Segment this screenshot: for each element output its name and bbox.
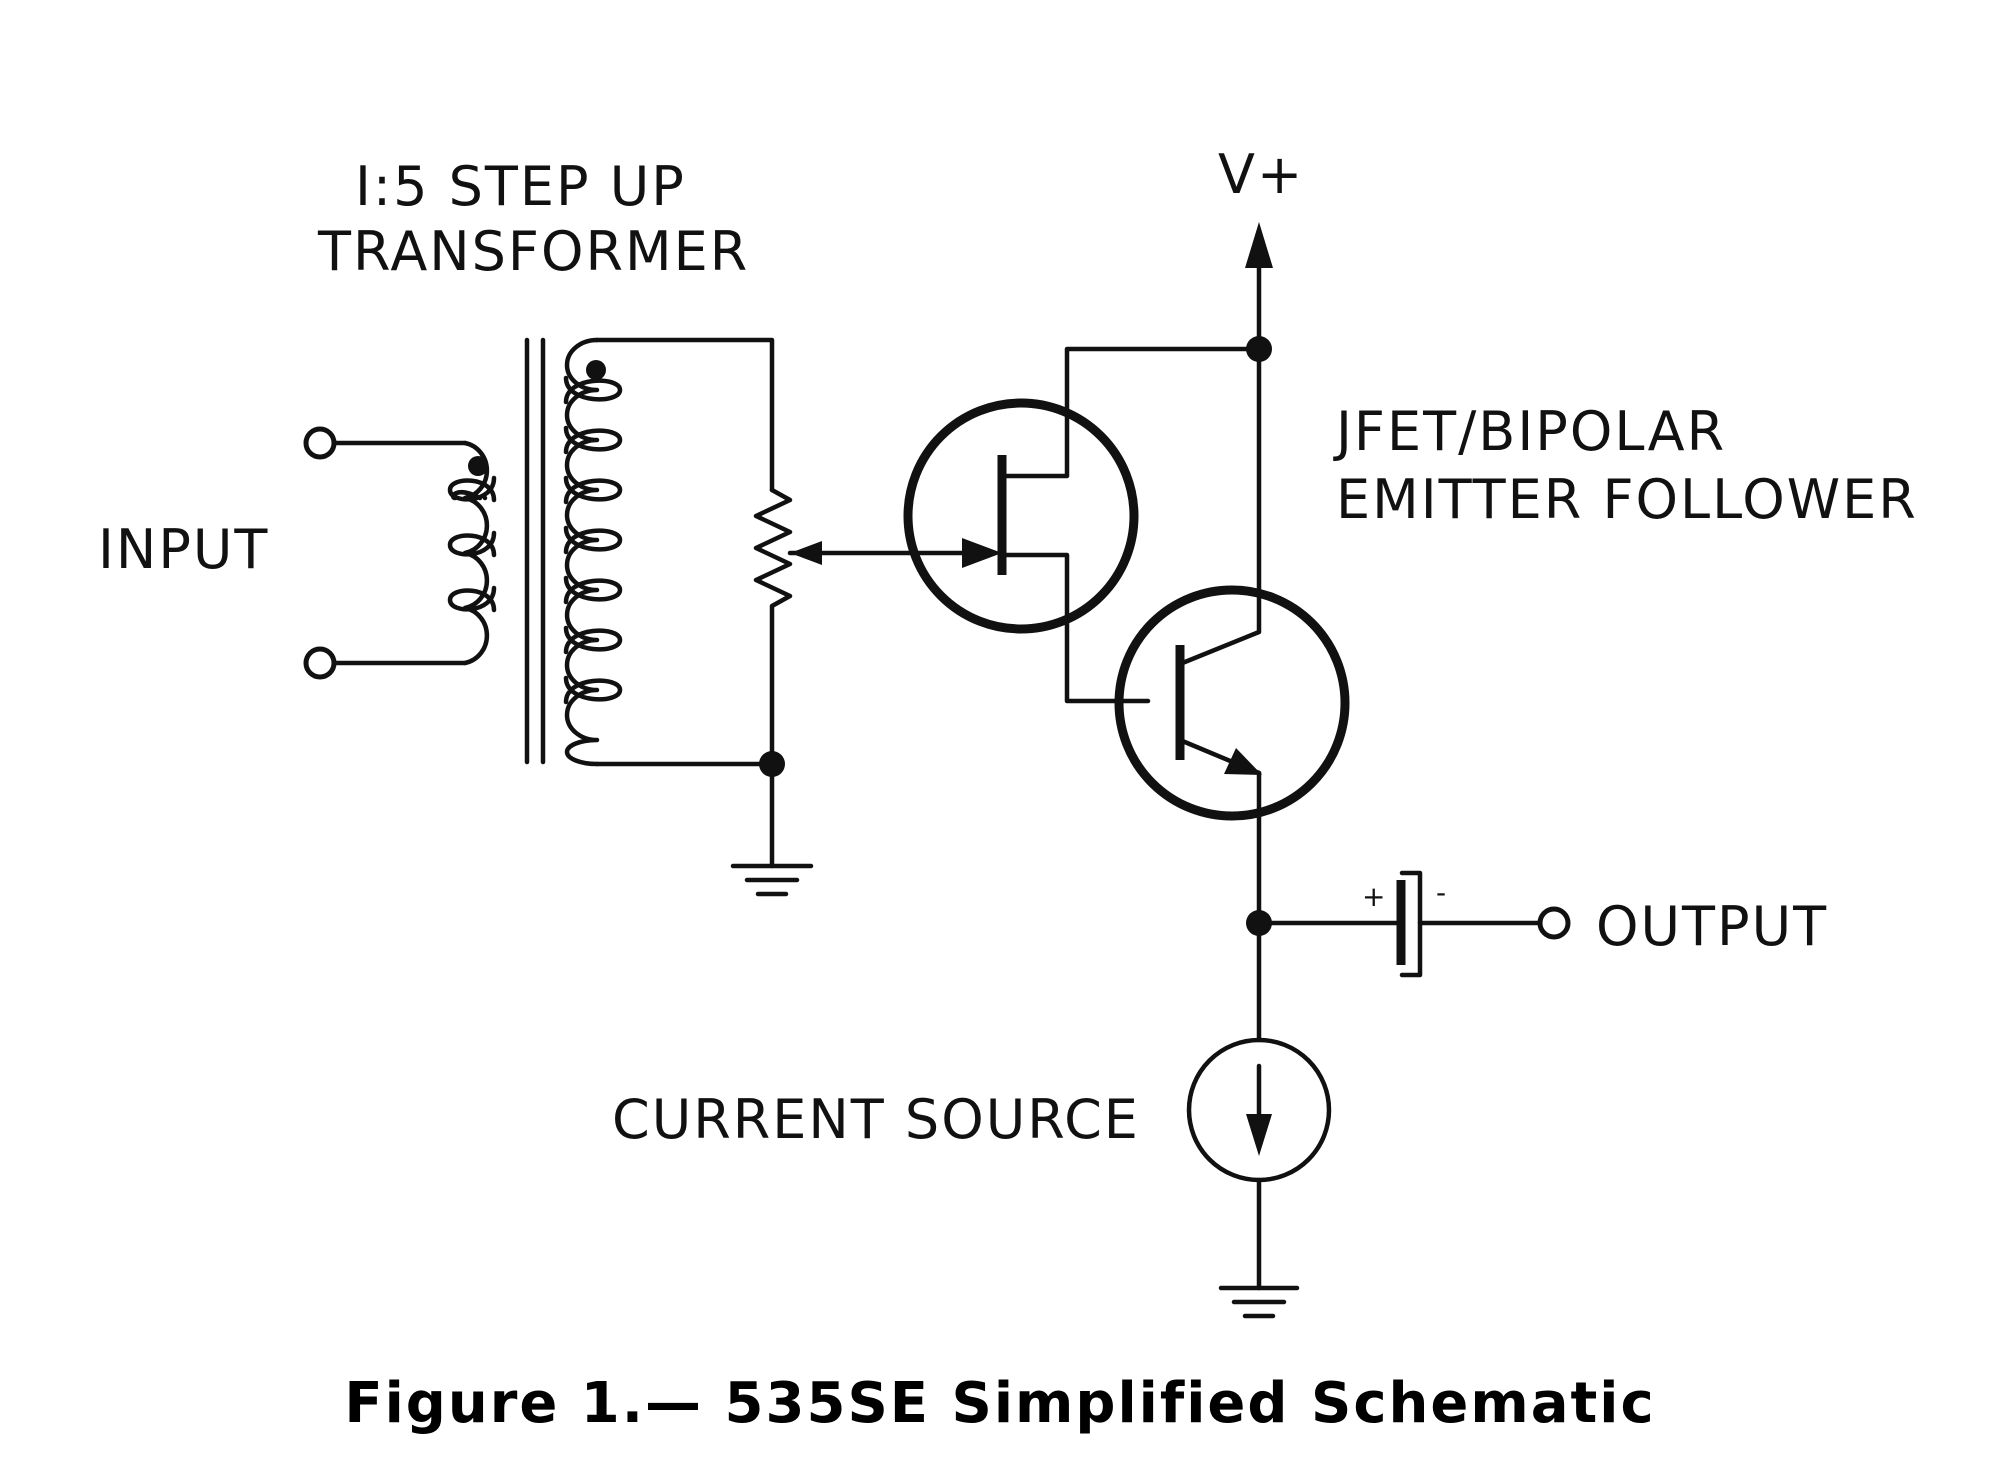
potentiometer-resistor: [753, 487, 793, 767]
jfet-drain-wire: [999, 346, 1262, 479]
input-terminals: [303, 426, 468, 680]
bjt-emitter-arrow: [1224, 748, 1262, 775]
transformer-core: [524, 337, 546, 765]
junction-dot-vplus: [1246, 336, 1272, 362]
jfet-source-wire: [999, 552, 1151, 704]
transformer-label-line2: TRANSFORMER: [317, 220, 749, 283]
vplus-label: V+: [1218, 143, 1304, 206]
primary-polarity-dot: [468, 456, 488, 476]
output-capacitor: [1246, 870, 1571, 978]
current-source: [1186, 1037, 1332, 1319]
output-label: OUTPUT: [1596, 895, 1828, 958]
vplus-arrow: [1245, 222, 1273, 268]
current-source-arrow-head: [1246, 1114, 1272, 1156]
secondary-winding: [564, 337, 600, 767]
wiper-arrow: [790, 541, 822, 565]
secondary-loops: [563, 375, 623, 705]
follower-label-line1: JFET/BIPOLAR: [1333, 400, 1726, 463]
transformer-label-line1: I:5 STEP UP: [355, 155, 686, 218]
bjt-collector-wire: [1177, 346, 1262, 667]
step-up-transformer: [447, 337, 775, 767]
secondary-polarity-dot: [586, 360, 606, 380]
follower-label-line2: EMITTER FOLLOWER: [1336, 468, 1918, 531]
ground-symbol-transformer: [730, 863, 814, 897]
input-label: INPUT: [98, 518, 269, 581]
vplus-rail: [1245, 222, 1273, 362]
potentiometer: [730, 487, 993, 897]
jfet-transistor: [903, 346, 1262, 704]
current-source-label: CURRENT SOURCE: [612, 1088, 1140, 1151]
output-terminal: [1537, 906, 1571, 940]
primary-loops: [447, 475, 497, 613]
secondary-top-wire: [594, 337, 775, 493]
input-terminal-bottom: [303, 646, 337, 680]
input-terminal-top: [303, 426, 337, 460]
jfet-gate-arrow: [962, 538, 1002, 568]
bjt-envelope: [1114, 585, 1350, 821]
jfet-envelope: [903, 398, 1139, 634]
capacitor-minus-sign: -: [1436, 876, 1446, 909]
figure-caption: Figure 1.— 535SE Simplified Schematic: [344, 1371, 1655, 1436]
ground-symbol-current-source: [1218, 1285, 1300, 1319]
capacitor-plus-sign: +: [1362, 880, 1385, 913]
bjt-transistor: [1114, 346, 1350, 1043]
